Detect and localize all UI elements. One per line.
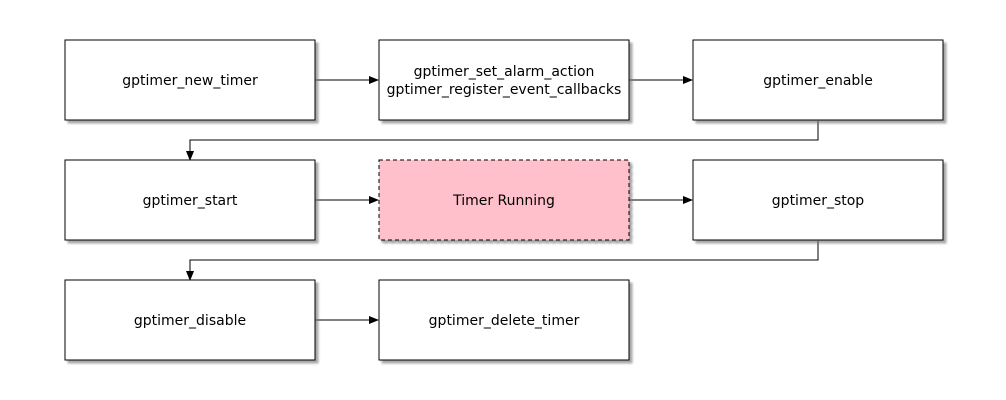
edge-enable-to-start	[186, 121, 819, 161]
node-timer-running: Timer Running	[378, 159, 630, 241]
edge-stop-to-disable	[186, 241, 819, 281]
node-delete-timer: gptimer_delete_timer	[378, 279, 630, 361]
node-stop-label: gptimer_stop	[772, 193, 865, 209]
node-new-timer-label: gptimer_new_timer	[122, 73, 258, 89]
node-set-alarm-label-line-2: gptimer_register_event_callbacks	[387, 82, 622, 98]
node-set-alarm: gptimer_set_alarm_action gptimer_registe…	[378, 39, 630, 121]
node-stop: gptimer_stop	[692, 159, 944, 241]
node-enable: gptimer_enable	[692, 39, 944, 121]
node-stop-box	[692, 159, 944, 241]
node-start: gptimer_start	[64, 159, 316, 241]
node-start-box	[64, 159, 316, 241]
node-set-alarm-box	[378, 39, 630, 121]
node-delete-timer-box	[378, 279, 630, 361]
node-enable-label: gptimer_enable	[763, 73, 873, 89]
node-enable-box	[692, 39, 944, 121]
node-delete-timer-label: gptimer_delete_timer	[429, 313, 580, 329]
node-new-timer: gptimer_new_timer	[64, 39, 316, 121]
node-timer-running-label: Timer Running	[452, 193, 555, 209]
node-disable-label: gptimer_disable	[134, 313, 246, 329]
node-set-alarm-label-line-1: gptimer_set_alarm_action	[414, 64, 595, 80]
node-timer-running-box	[378, 159, 630, 241]
node-disable-box	[64, 279, 316, 361]
node-start-label: gptimer_start	[143, 193, 238, 209]
node-disable: gptimer_disable	[64, 279, 316, 361]
node-new-timer-box	[64, 39, 316, 121]
edges	[186, 76, 819, 324]
